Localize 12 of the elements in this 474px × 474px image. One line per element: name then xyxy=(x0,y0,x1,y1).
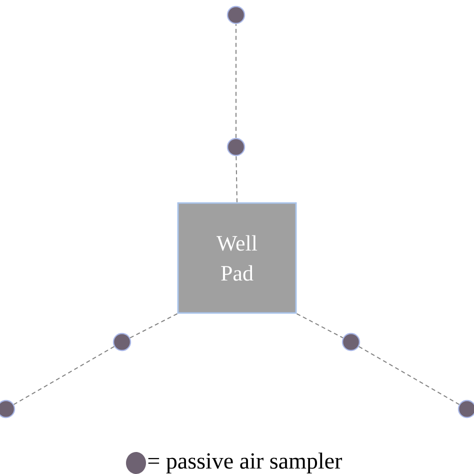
dashed-line xyxy=(236,156,238,203)
process-box: Well Pad xyxy=(177,202,297,314)
sampler-dot xyxy=(342,332,360,352)
sampler-dot xyxy=(226,138,246,156)
dashed-line xyxy=(13,346,115,405)
sampler-dot xyxy=(458,400,474,418)
dashed-line xyxy=(296,313,344,338)
dashed-line xyxy=(130,313,178,338)
dashed-line xyxy=(358,346,460,405)
sampler-dot xyxy=(226,6,246,24)
legend-text: = passive air sampler xyxy=(148,452,342,474)
sampler-dot xyxy=(112,332,132,352)
